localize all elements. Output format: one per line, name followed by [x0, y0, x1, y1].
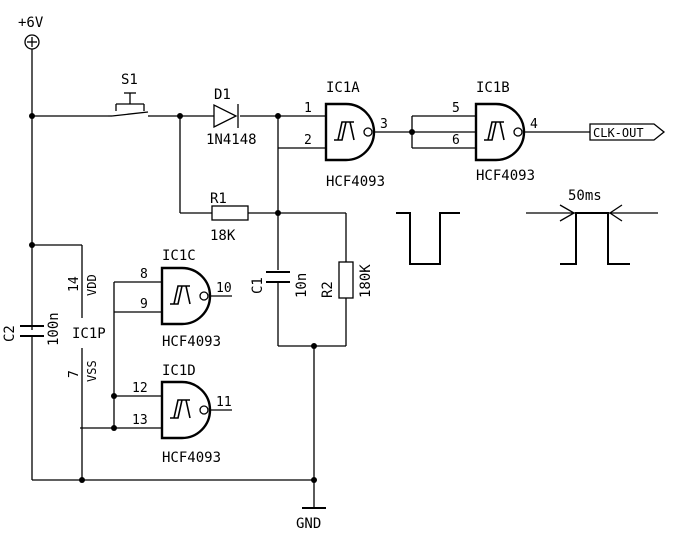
gate-ic1b-pin5: 5: [452, 101, 460, 116]
switch-ref: S1: [121, 72, 138, 88]
diode-part: 1N4148: [206, 132, 257, 148]
gate-ic1d-part: HCF4093: [162, 450, 221, 466]
junction-dots: [29, 113, 415, 483]
gate-ic1d-pin11: 11: [216, 395, 232, 410]
gate-ic1a-pin2: 2: [304, 133, 312, 148]
ground-label: GND: [296, 516, 321, 532]
resistor-r2-value: 180K: [358, 264, 374, 298]
gate-ic1a: [324, 102, 376, 162]
gate-ic1d-pin13: 13: [132, 413, 148, 428]
power-block-ref: IC1P: [72, 326, 106, 342]
gate-ic1a-part: HCF4093: [326, 174, 385, 190]
gate-ic1a-pin3: 3: [380, 117, 388, 132]
waveform-negative-pulse: [396, 212, 460, 265]
gate-ic1b-pin6: 6: [452, 133, 460, 148]
power-block-vss: VSS: [85, 360, 99, 382]
capacitor-c1-value: 10n: [294, 273, 310, 298]
pulse-width-label: 50ms: [568, 188, 602, 204]
power-block-pin7: 7: [67, 370, 82, 378]
gate-ic1d: [160, 380, 212, 440]
gate-ic1d-ref: IC1D: [162, 363, 196, 379]
power-block-vdd: VDD: [85, 274, 99, 296]
diode-d1: [213, 103, 239, 129]
capacitor-c1: [266, 271, 290, 284]
gate-ic1c-part: HCF4093: [162, 334, 221, 350]
capacitor-c1-ref: C1: [250, 277, 266, 294]
capacitor-c2-ref: C2: [2, 325, 18, 342]
resistor-r1-ref: R1: [210, 191, 227, 207]
resistor-r1: [211, 205, 249, 221]
supply-terminal: [24, 34, 40, 50]
capacitor-c2-value: 100n: [46, 312, 62, 346]
clk-out-label: CLK-OUT: [593, 126, 644, 140]
switch-s1: [108, 92, 150, 117]
gate-ic1a-ref: IC1A: [326, 80, 360, 96]
diode-ref: D1: [214, 87, 231, 103]
gate-ic1d-pin12: 12: [132, 381, 148, 396]
gate-ic1b-part: HCF4093: [476, 168, 535, 184]
gate-ic1c: [160, 266, 212, 326]
resistor-r1-value: 18K: [210, 228, 236, 244]
clk-out-connector: [589, 123, 666, 141]
gate-ic1c-ref: IC1C: [162, 248, 196, 264]
gate-ic1c-pin10: 10: [216, 281, 232, 296]
capacitor-c2: [20, 325, 44, 340]
power-block-pin14: 14: [67, 276, 82, 292]
labels: +6V GND S1 D1 1N4148 R1 18K R2 180K C1 1…: [2, 15, 644, 532]
supply-label: +6V: [18, 15, 44, 31]
gate-ic1c-pin9: 9: [140, 297, 148, 312]
gate-ic1c-pin8: 8: [140, 267, 148, 282]
wires: [31, 49, 590, 508]
gate-ic1a-pin1: 1: [304, 101, 312, 116]
gate-ic1b: [474, 102, 526, 162]
resistor-r2-ref: R2: [320, 281, 336, 298]
gate-ic1b-ref: IC1B: [476, 80, 510, 96]
resistor-r2: [338, 261, 354, 299]
waveform-positive-pulse: [526, 204, 658, 265]
gate-ic1b-pin4: 4: [530, 117, 538, 132]
